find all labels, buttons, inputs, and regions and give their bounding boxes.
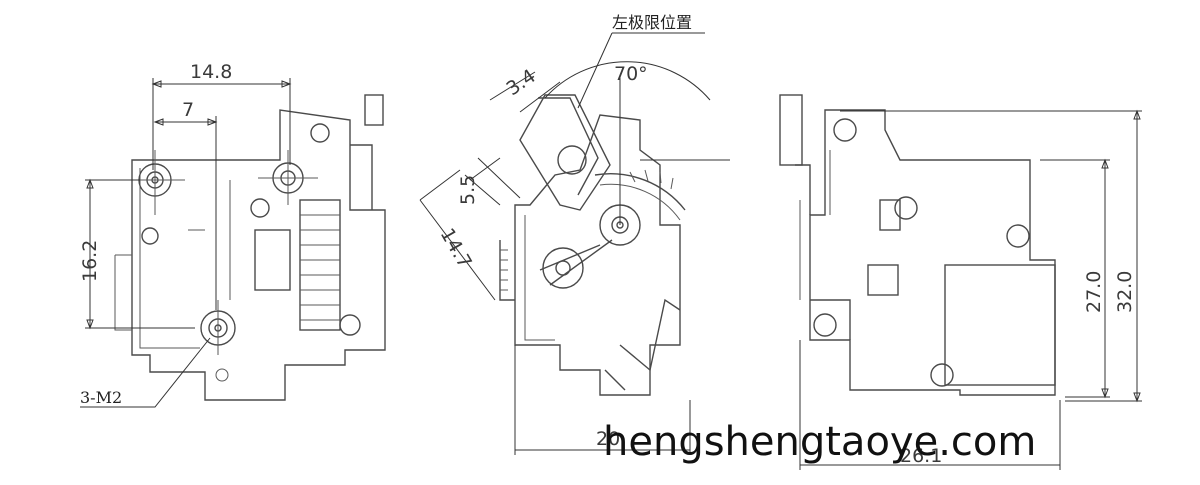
note-3-m2: 3-M2 <box>80 388 122 407</box>
left-dimensions: 14.8 7 16.2 3-M2 <box>79 61 292 408</box>
middle-view <box>499 94 686 396</box>
dim-3-4: 3.4 <box>502 65 539 100</box>
dim-26-1: 26.1 <box>900 445 942 467</box>
dim-14-7: 14.7 <box>436 225 476 273</box>
title-left-limit: 左极限位置 <box>612 13 692 32</box>
dim-20: 20 <box>596 428 620 450</box>
dim-14-8: 14.8 <box>190 61 232 83</box>
dim-27-0: 27.0 <box>1083 271 1105 313</box>
dim-16-2: 16.2 <box>79 240 101 282</box>
dim-7: 7 <box>182 99 194 121</box>
right-dimensions: 27.0 32.0 26.1 <box>799 109 1142 470</box>
dim-32-0: 32.0 <box>1114 271 1136 313</box>
left-view <box>114 94 386 401</box>
dim-70-deg: 70° <box>614 63 648 85</box>
middle-dimensions: 左极限位置 70° 3.4 5.5 14.7 20 <box>419 13 730 455</box>
dim-5-5: 5.5 <box>457 175 479 205</box>
right-view <box>779 94 1056 396</box>
watermark-text: hengshengtaoye.com <box>603 419 1036 465</box>
